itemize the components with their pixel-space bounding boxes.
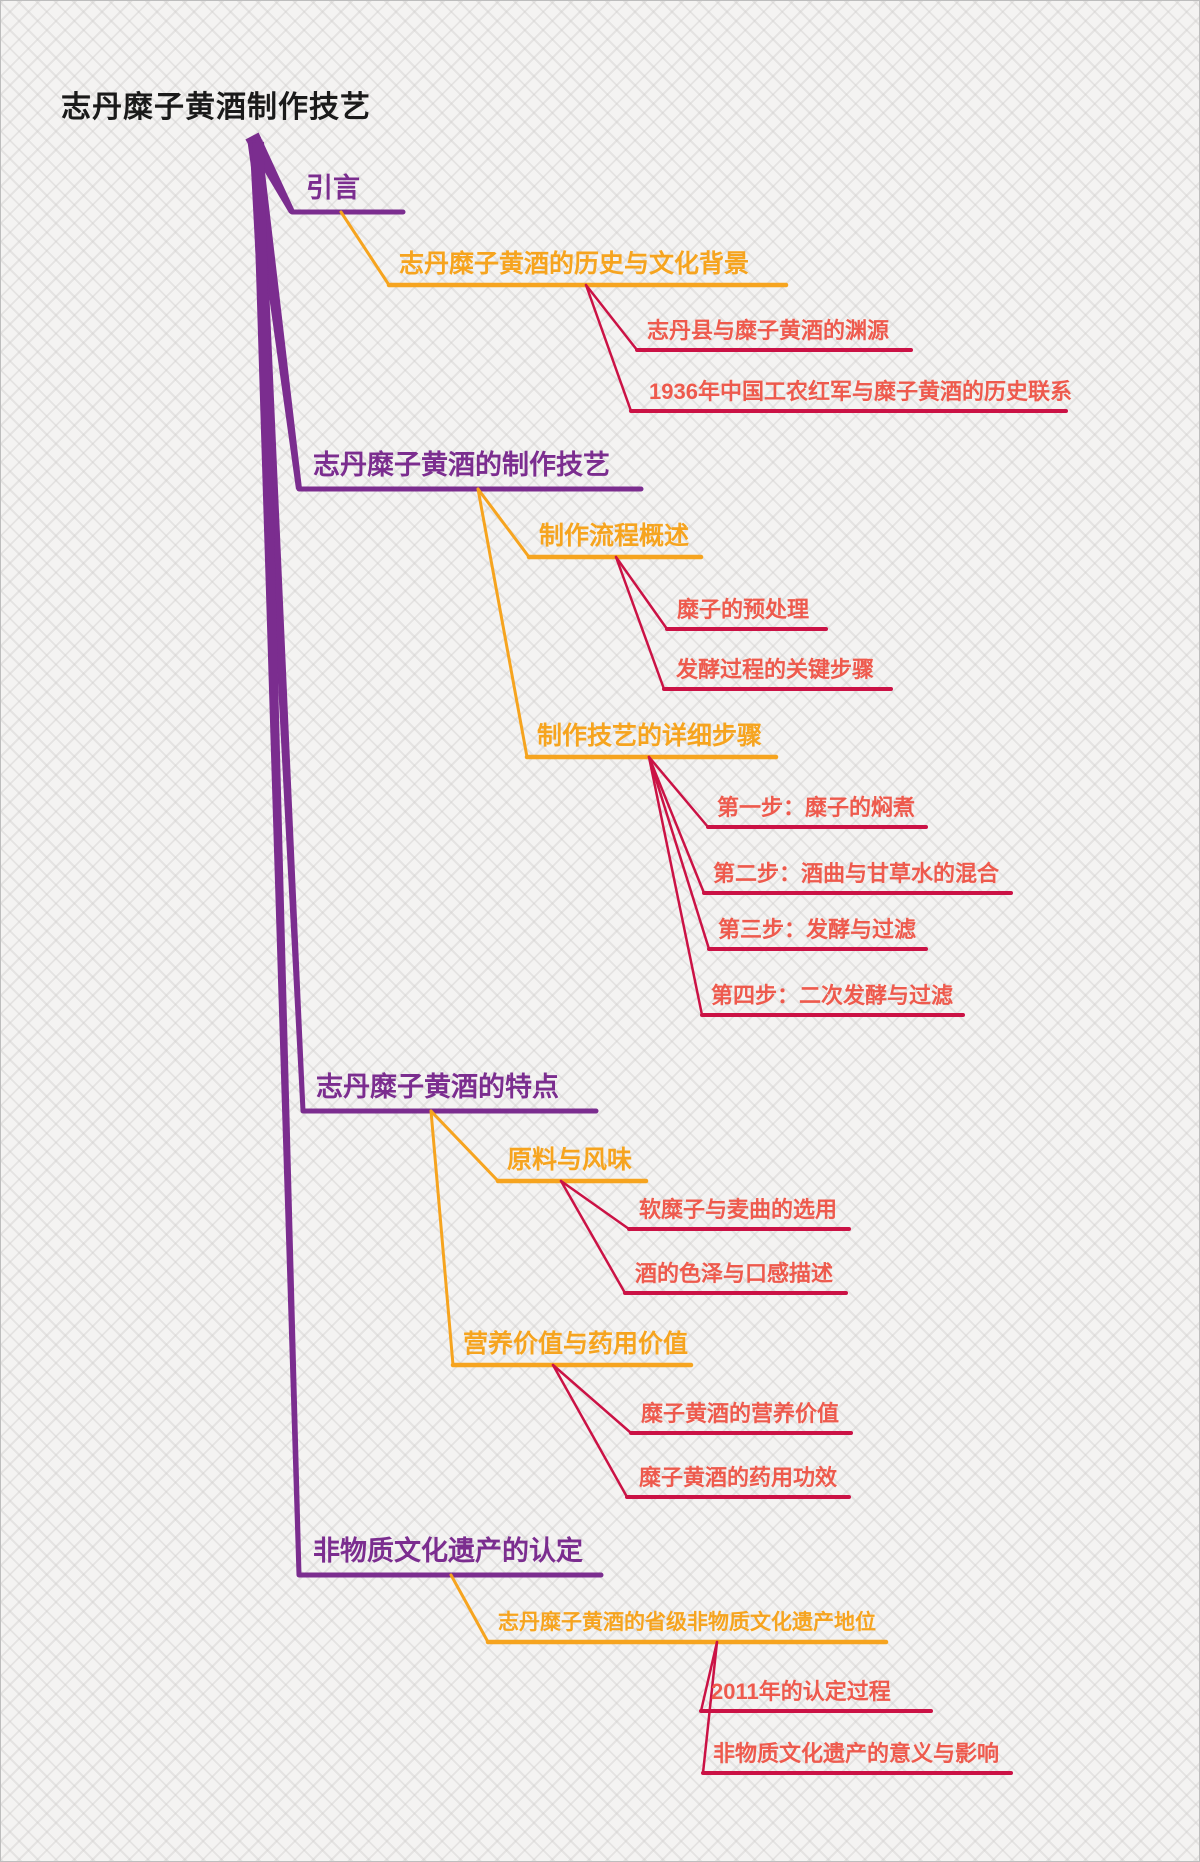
- topic-connectors: [339, 210, 531, 1644]
- topic-history-culture[interactable]: 志丹糜子黄酒的历史与文化背景: [399, 250, 750, 278]
- subtopic-heritage-significance[interactable]: 非物质文化遗产的意义与影响: [713, 1741, 1000, 1766]
- topic-underlines: [386, 282, 889, 1645]
- subtopic-nutrition-value[interactable]: 糜子黄酒的营养价值: [641, 1401, 840, 1426]
- subtopic-fermentation-key[interactable]: 发酵过程的关键步骤: [676, 657, 875, 682]
- subtopic-pretreatment[interactable]: 糜子的预处理: [677, 597, 810, 622]
- subtopic-underlines: [623, 348, 1068, 1775]
- branch-heritage[interactable]: 非物质文化遗产的认定: [313, 1536, 583, 1566]
- topic-provincial-status[interactable]: 志丹糜子黄酒的省级非物质文化遗产地位: [498, 1611, 876, 1634]
- subtopic-step1[interactable]: 第一步：糜子的焖煮: [717, 795, 916, 820]
- subtopic-origin[interactable]: 志丹县与糜子黄酒的渊源: [647, 318, 890, 343]
- branch-underlines: [289, 209, 644, 1578]
- branch-features[interactable]: 志丹糜子黄酒的特点: [316, 1072, 559, 1102]
- subtopic-medicinal-effect[interactable]: 糜子黄酒的药用功效: [639, 1465, 838, 1490]
- topic-nutrition-medicinal[interactable]: 营养价值与药用价值: [463, 1330, 689, 1358]
- subtopic-step4[interactable]: 第四步：二次发酵与过滤: [711, 983, 954, 1008]
- subtopic-2011-recognition[interactable]: 2011年的认定过程: [711, 1679, 891, 1704]
- main-branch-strokes: [245, 132, 306, 1575]
- root-node[interactable]: 志丹糜子黄酒制作技艺: [61, 91, 371, 124]
- subtopic-millet-wheat-qu[interactable]: 软糜子与麦曲的选用: [639, 1197, 838, 1222]
- subtopic-step2[interactable]: 第二步：酒曲与甘草水的混合: [713, 861, 1000, 886]
- subtopic-step3[interactable]: 第三步：发酵与过滤: [718, 917, 917, 942]
- topic-ingredients-flavor[interactable]: 原料与风味: [507, 1146, 633, 1174]
- subtopic-connectors: [551, 283, 719, 1775]
- branch-intro[interactable]: 引言: [306, 173, 360, 203]
- topic-detailed-steps[interactable]: 制作技艺的详细步骤: [537, 722, 763, 750]
- branch-technique[interactable]: 志丹糜子黄酒的制作技艺: [313, 450, 610, 480]
- subtopic-color-taste[interactable]: 酒的色泽与口感描述: [635, 1261, 834, 1286]
- subtopic-1936-red-army[interactable]: 1936年中国工农红军与糜子黄酒的历史联系: [649, 379, 1072, 404]
- topic-process-overview[interactable]: 制作流程概述: [539, 522, 690, 550]
